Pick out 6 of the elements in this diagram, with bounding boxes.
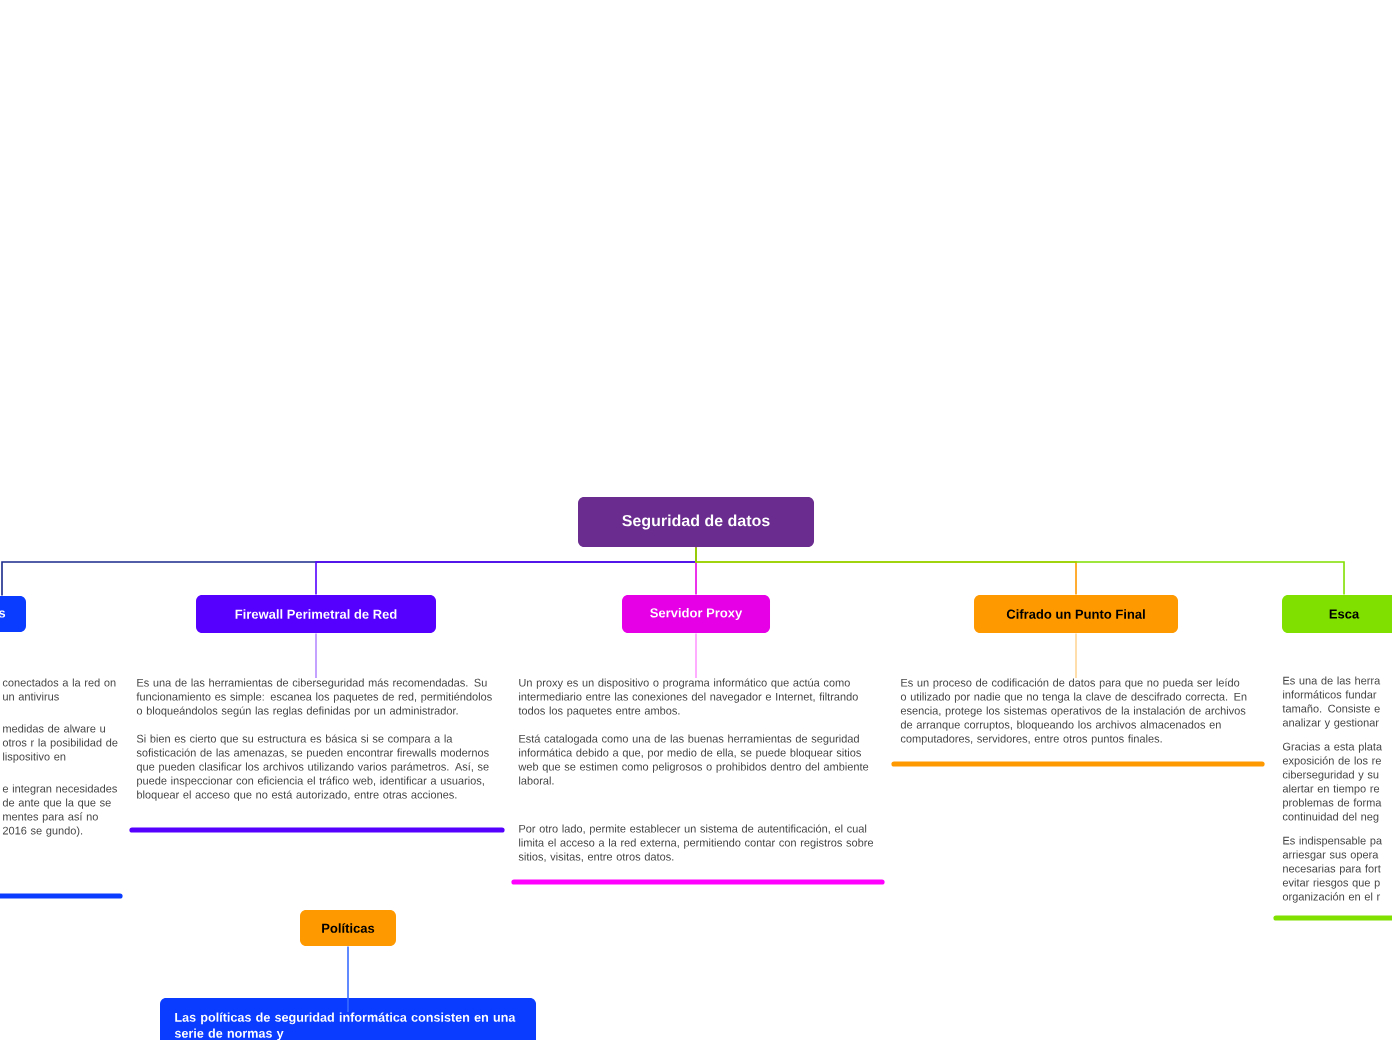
connector [347,945,349,1013]
connector [1075,632,1077,679]
central-topic-box: Seguridad de datos [578,497,814,547]
connector [695,546,1345,596]
connector [315,632,317,679]
connector [695,632,697,679]
